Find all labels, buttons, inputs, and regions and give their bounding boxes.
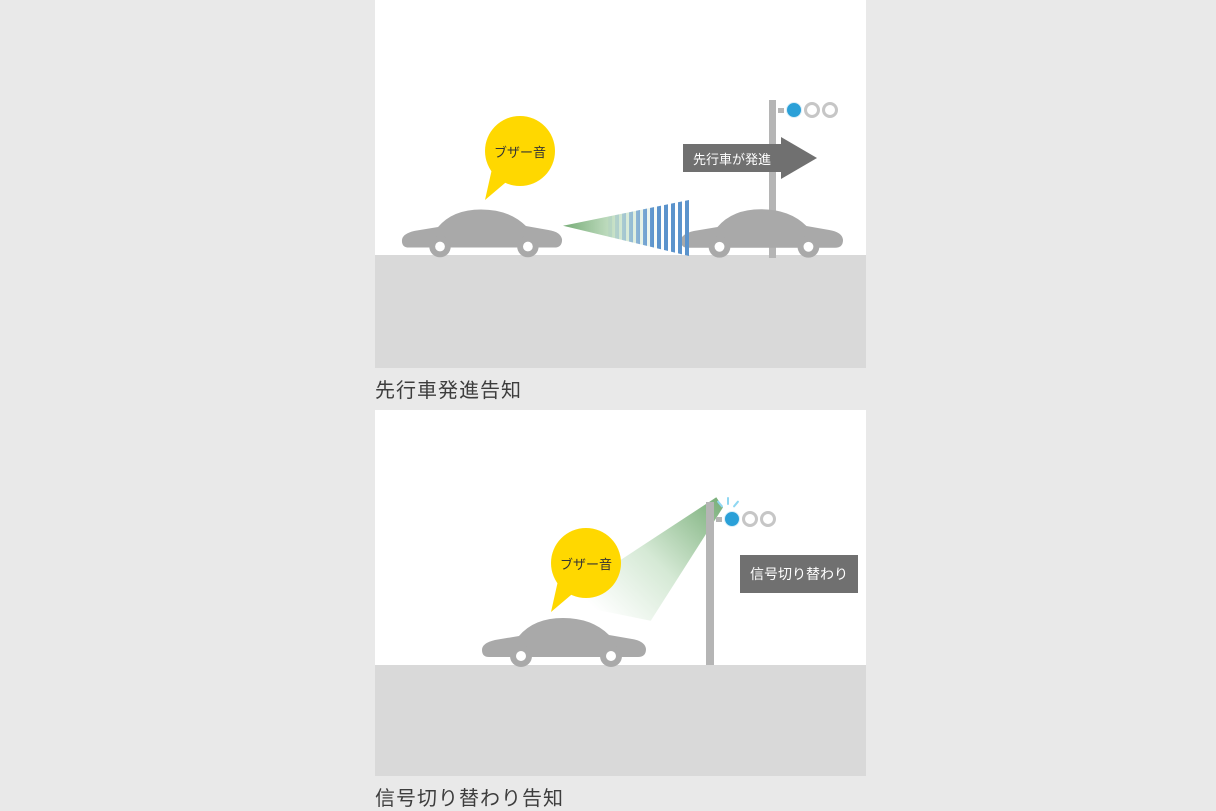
figure-caption: 信号切り替わり告知 — [375, 788, 564, 810]
car-icon — [401, 209, 563, 258]
sensor-beam-stripes — [563, 200, 689, 256]
buzzer-label: ブザー音 — [551, 528, 621, 598]
signal-lamp-off — [760, 511, 776, 527]
speech-bubble: ブザー音 — [551, 528, 621, 612]
signal-arm — [716, 516, 722, 522]
road-ground — [375, 255, 866, 368]
blink-spark-icon — [732, 500, 740, 508]
figure-caption: 先行車発進告知 — [375, 380, 522, 402]
signal-lamp-blue — [786, 102, 802, 118]
start-arrow-label: 先行車が発進 — [683, 144, 782, 172]
figure-signal-change: ブザー音 信号切り替わり 信号切り替わり告知 — [375, 410, 866, 811]
start-arrow: 先行車が発進 — [683, 137, 818, 179]
buzzer-label: ブザー音 — [485, 116, 555, 186]
signal-change-label: 信号切り替わり — [740, 555, 858, 593]
sensor-beam — [563, 200, 689, 256]
car-icon — [482, 618, 646, 667]
blink-spark-icon — [727, 497, 729, 505]
illustration-panel-top: ブザー音 先行車が発進 — [375, 0, 866, 368]
signal-lamp-off — [822, 102, 838, 118]
car-icon — [680, 209, 844, 258]
signal-pole — [769, 100, 776, 258]
signal-pole — [706, 502, 714, 665]
traffic-light-icon — [778, 102, 838, 118]
arrow-head-icon — [781, 137, 818, 179]
road-ground — [375, 665, 866, 776]
signal-lamp-blue — [724, 511, 740, 527]
illustration-panel-bottom: ブザー音 信号切り替わり — [375, 410, 866, 776]
signal-arm — [778, 107, 784, 113]
signal-lamp-off — [742, 511, 758, 527]
figure-preceding-car-start: ブザー音 先行車が発進 先行車発進告知 — [375, 0, 866, 403]
traffic-light-icon — [716, 511, 776, 527]
speech-bubble: ブザー音 — [485, 116, 555, 200]
signal-lamp-off — [804, 102, 820, 118]
